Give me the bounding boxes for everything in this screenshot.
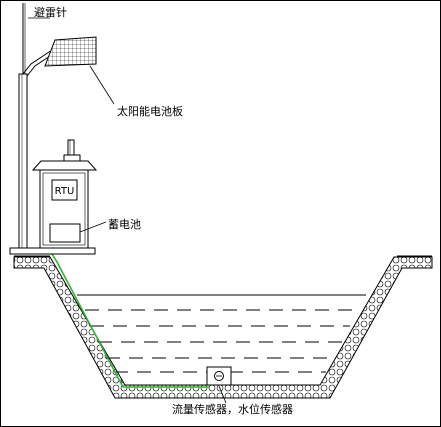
rtu-label: RTU xyxy=(55,186,75,197)
sensor-unit xyxy=(206,366,232,386)
solar-panel-label: 太阳能电池板 xyxy=(117,104,183,118)
sensor-cable xyxy=(51,253,210,388)
lightning-rod-label: 避雷针 xyxy=(34,5,67,19)
solar-panel-leader xyxy=(89,65,115,105)
sensor-leader xyxy=(218,385,227,404)
solar-panel xyxy=(44,36,97,67)
battery-leader xyxy=(79,221,107,233)
battery-label: 蓄电池 xyxy=(108,218,141,231)
base-plate xyxy=(9,247,96,255)
rtu-cabinet xyxy=(31,139,98,249)
sensor-label: 流量传感器，水位传感器 xyxy=(172,402,293,416)
lightning-rod xyxy=(22,3,26,74)
pole xyxy=(18,73,28,249)
water-body xyxy=(77,294,366,384)
channel-lining xyxy=(13,256,433,399)
